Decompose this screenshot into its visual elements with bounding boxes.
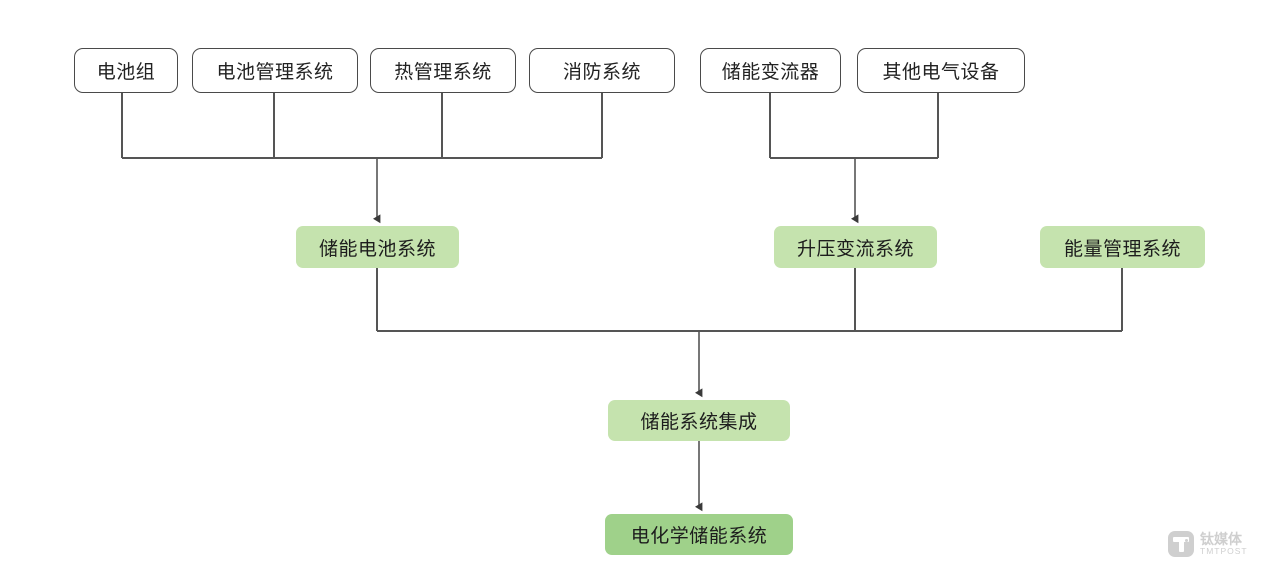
node-label: 电池管理系统 <box>216 62 334 83</box>
node-electrochemical-storage-system[interactable]: 电化学储能系统 <box>605 514 793 555</box>
node-pcs[interactable]: 储能变流器 <box>700 48 841 93</box>
node-label: 其他电气设备 <box>882 62 1000 83</box>
node-bms[interactable]: 电池管理系统 <box>192 48 358 93</box>
node-label: 储能变流器 <box>721 62 820 83</box>
node-label: 储能系统集成 <box>640 412 758 433</box>
node-label: 热管理系统 <box>394 62 492 83</box>
node-label: 升压变流系统 <box>796 238 914 260</box>
node-label: 消防系统 <box>562 62 641 83</box>
node-thermal-management[interactable]: 热管理系统 <box>370 48 516 93</box>
node-boost-converter[interactable]: 升压变流系统 <box>774 226 937 268</box>
node-battery-system[interactable]: 储能电池系统 <box>296 226 459 268</box>
node-fire-protection[interactable]: 消防系统 <box>529 48 675 93</box>
watermark: 钛媒体 TMTPOST <box>1168 531 1248 557</box>
tmtpost-logo-icon <box>1168 531 1194 557</box>
watermark-en-text: TMTPOST <box>1200 545 1248 556</box>
node-label: 储能电池系统 <box>318 238 436 260</box>
node-label: 能量管理系统 <box>1063 238 1181 260</box>
node-system-integration[interactable]: 储能系统集成 <box>608 400 790 441</box>
watermark-cn-text: 钛媒体 <box>1200 531 1242 548</box>
node-label: 电池组 <box>96 62 156 83</box>
node-battery-pack[interactable]: 电池组 <box>74 48 178 93</box>
node-ems[interactable]: 能量管理系统 <box>1040 226 1205 268</box>
node-label: 电化学储能系统 <box>630 526 768 547</box>
node-other-electrical[interactable]: 其他电气设备 <box>857 48 1025 93</box>
